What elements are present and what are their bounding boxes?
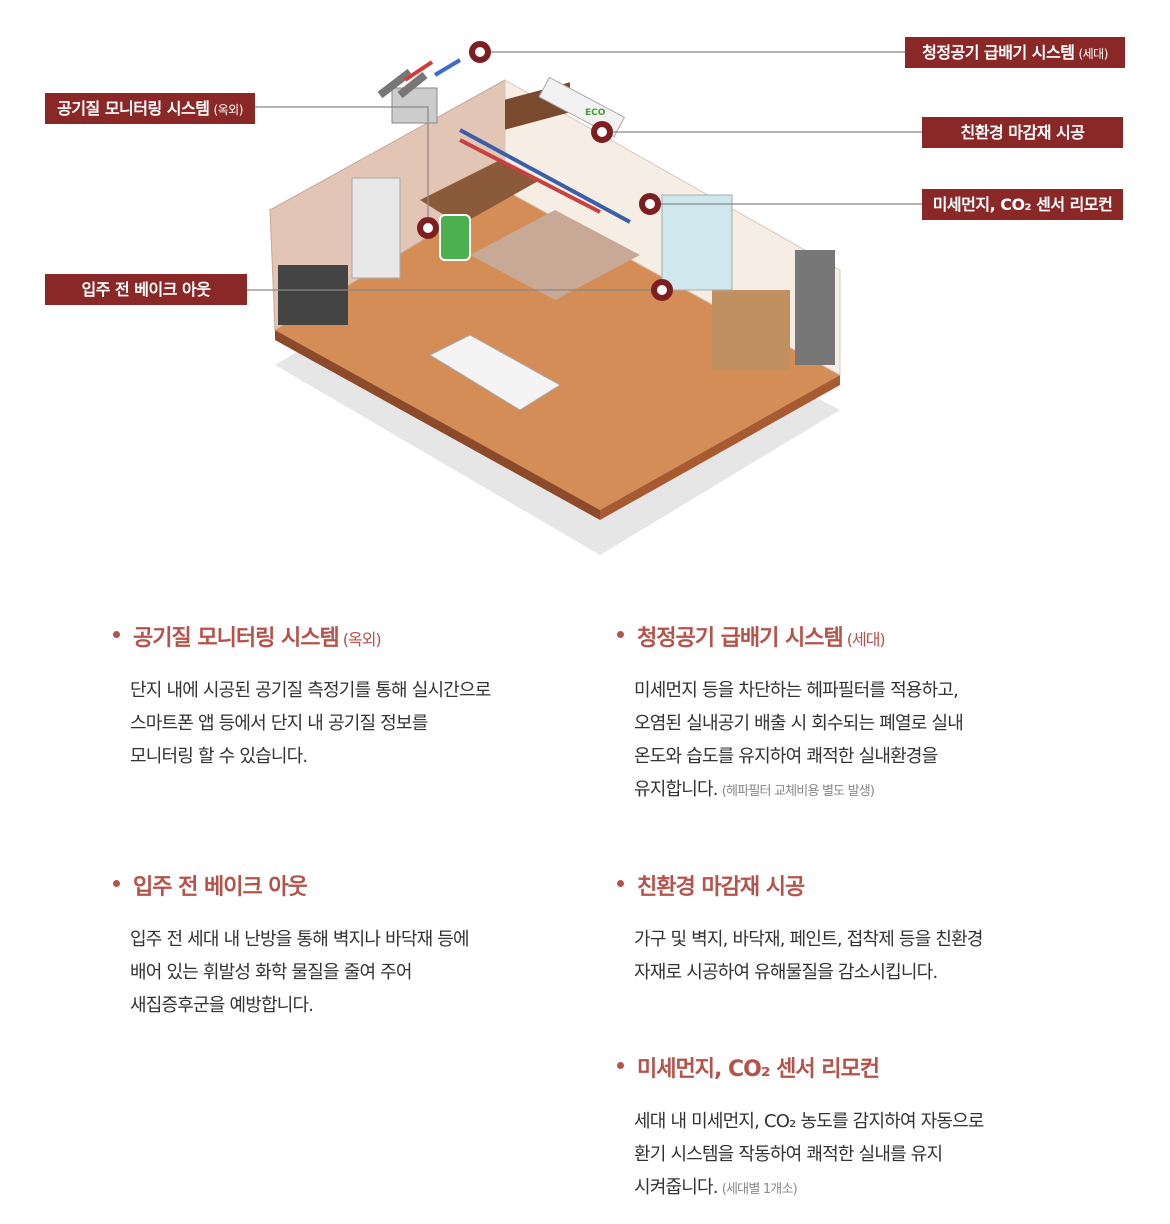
return-airflow-arrow — [459, 138, 601, 214]
label-title: 친환경 마감재 시공 — [960, 123, 1085, 142]
label-air-monitor: 공기질 모니터링 시스템(옥외) — [45, 93, 255, 124]
ventilation-duct — [377, 68, 428, 99]
section-heading: 입주 전 베이크 아웃 — [113, 869, 583, 901]
label-sensor: 미세먼지, CO₂ 센서 리모컨 — [922, 189, 1123, 220]
exhaust-arrow — [403, 60, 434, 82]
sofa — [420, 160, 540, 225]
label-title: 미세먼지, CO₂ 센서 리모컨 — [932, 195, 1113, 214]
cabinet — [712, 290, 790, 370]
door — [795, 250, 835, 365]
supply-airflow-arrow — [459, 128, 631, 224]
label-title: 공기질 모니터링 시스템 — [57, 99, 210, 118]
label-ventilation: 청정공기 급배기 시스템(세대) — [905, 37, 1125, 68]
section-air-monitor: 공기질 모니터링 시스템(옥외) 단지 내에 시공된 공기질 측정기를 통해 실… — [113, 620, 583, 773]
intake-arrow — [433, 58, 462, 77]
section-eco-material: 친환경 마감재 시공 가구 및 벽지, 바닥재, 페인트, 접착제 등을 친환경… — [617, 869, 1087, 989]
marker-air-monitor[interactable] — [417, 217, 439, 239]
marker-bake-out[interactable] — [651, 279, 673, 301]
marker-eco-material[interactable] — [591, 121, 613, 143]
apartment-illustration: ECO — [247, 41, 922, 555]
footnote: (헤파필터 교체비용 별도 발생) — [721, 784, 875, 799]
air-monitor-app-icon — [439, 214, 471, 261]
section-heading: 친환경 마감재 시공 — [617, 869, 1087, 901]
label-bake-out: 입주 전 베이크 아웃 — [45, 274, 247, 305]
window — [661, 194, 733, 291]
section-heading: 공기질 모니터링 시스템(옥외) — [113, 620, 583, 652]
fridge — [351, 177, 401, 279]
eco-badge: ECO — [585, 108, 606, 118]
floor-edge-right — [600, 375, 840, 520]
label-title: 입주 전 베이크 아웃 — [81, 280, 211, 299]
label-note: (세대) — [1078, 47, 1108, 61]
dining-table — [428, 334, 561, 411]
kitchen-counter — [278, 265, 348, 325]
marker-sensor[interactable] — [639, 193, 661, 215]
marker-ventilation[interactable] — [469, 41, 491, 63]
section-ventilation: 청정공기 급배기 시스템(세대) 미세먼지 등을 차단하는 헤파필터를 적용하고… — [617, 620, 1087, 808]
leader-lines — [247, 51, 922, 291]
floor — [275, 190, 840, 510]
floor-edge — [275, 330, 600, 520]
section-body: 미세먼지 등을 차단하는 헤파필터를 적용하고,오염된 실내공기 배출 시 회수… — [634, 680, 964, 800]
label-title: 청정공기 급배기 시스템 — [922, 43, 1075, 62]
section-heading: 청정공기 급배기 시스템(세대) — [617, 620, 1087, 652]
label-eco-material: 친환경 마감재 시공 — [922, 117, 1123, 148]
rug — [470, 210, 640, 300]
section-sensor: 미세먼지, CO₂ 센서 리모컨 세대 내 미세먼지, CO₂ 농도를 감지하여… — [617, 1051, 1087, 1206]
footnote: (세대별 1개소) — [721, 1182, 798, 1197]
label-note: (옥외) — [213, 103, 243, 117]
section-heading: 미세먼지, CO₂ 센서 리모컨 — [617, 1051, 1087, 1083]
